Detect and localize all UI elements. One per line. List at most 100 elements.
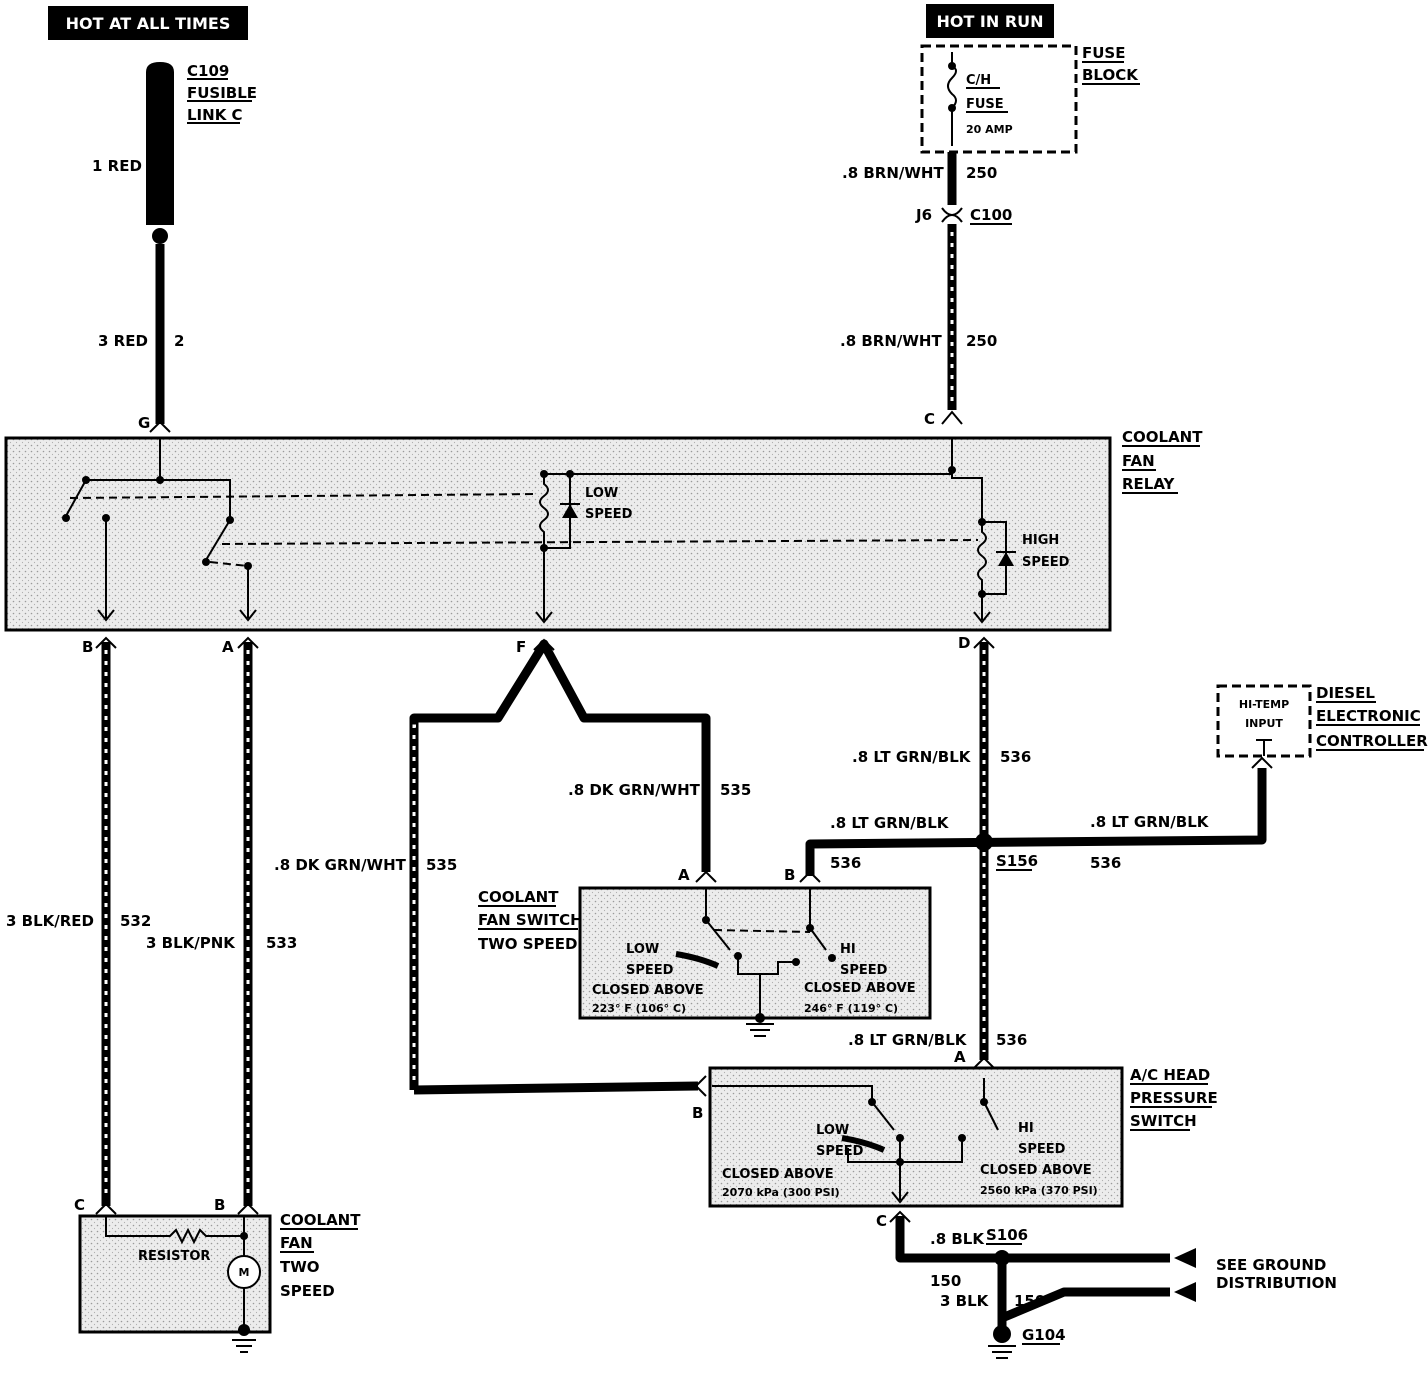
relay-pin-f: F: [516, 638, 526, 656]
fan-switch-low-closed: CLOSED ABOVE: [592, 983, 704, 998]
relay-high-coil-sub: SPEED: [1022, 555, 1070, 570]
dec-title-2: ELECTRONIC: [1316, 707, 1421, 725]
wire-533-label: 3 BLK/PNK: [146, 934, 236, 952]
wire-150-circuit-b: 150: [1014, 1292, 1045, 1310]
fan-switch-low-temp: 223° F (106° C): [592, 1002, 686, 1015]
fan-switch-hi-temp: 246° F (119° C): [804, 1002, 898, 1015]
wire-150-circuit-a: 150: [930, 1272, 961, 1290]
fan-title: COOLANT: [280, 1211, 361, 1229]
pressure-switch-low-pressure: 2070 kPa (300 PSI): [722, 1186, 840, 1199]
fan-motor-label: M: [239, 1266, 250, 1279]
pressure-switch-title-3: SWITCH: [1130, 1112, 1197, 1130]
coolant-fan: C B M RESISTOR COOLANT FAN TWO SPEED: [74, 1196, 361, 1353]
pressure-switch-pin-a: A: [954, 1048, 966, 1066]
relay-pin-a: A: [222, 638, 234, 656]
relay-pin-d: D: [958, 634, 970, 652]
fan-switch-hi-label: HI: [840, 942, 856, 957]
header-right-text: HOT IN RUN: [936, 12, 1043, 31]
wire-533-circuit: 533: [266, 934, 297, 952]
dec-inner-sub: INPUT: [1245, 717, 1283, 730]
wire-536-hr-label: .8 LT GRN/BLK: [1090, 813, 1210, 831]
wire-533: 3 BLK/PNK 533: [146, 636, 297, 1215]
fuse-label: FUSE: [966, 97, 1004, 112]
wire-536: .8 LT GRN/BLK 536 .8 LT GRN/BLK 536 .8 L…: [805, 636, 1273, 1069]
pressure-switch-hi-label: HI: [1018, 1121, 1034, 1136]
fan-switch-hi-sub: SPEED: [840, 963, 888, 978]
ground-dist-sub: DISTRIBUTION: [1216, 1274, 1337, 1292]
fan-title-4: SPEED: [280, 1282, 335, 1300]
fusible-link-wire: 1 RED: [92, 157, 142, 175]
fan-pin-c: C: [74, 1196, 85, 1214]
wire-535-left-circuit: 535: [426, 856, 457, 874]
pressure-switch-hi-pressure: 2560 kPa (370 PSI): [980, 1184, 1098, 1197]
wire-535-left-label: .8 DK GRN/WHT: [274, 856, 407, 874]
splice-s156: S156: [996, 852, 1038, 870]
header-hot-in-run: HOT IN RUN: [926, 4, 1054, 38]
pressure-switch-hi-closed: CLOSED ABOVE: [980, 1163, 1092, 1178]
fan-switch-title-2: FAN SWITCH: [478, 911, 583, 929]
coolant-fan-switch: A B LOW SPEED HI SPEED CLOSED ABOVE 223°…: [478, 866, 932, 1037]
wire-535-right-label: .8 DK GRN/WHT: [568, 781, 701, 799]
pressure-switch-hi-sub: SPEED: [1018, 1142, 1066, 1157]
relay-title-2: FAN: [1122, 452, 1155, 470]
ground-wiring: .8 BLK S106 150 3 BLK 150 G104 SEE GROUN…: [889, 1210, 1337, 1359]
wire-3-red: 3 RED 2: [98, 244, 184, 433]
wire-535-right-circuit: 535: [720, 781, 751, 799]
fan-switch-title-3: TWO SPEED: [478, 935, 578, 953]
wire-blk-label: .8 BLK: [930, 1230, 985, 1248]
fan-title-2: FAN: [280, 1234, 313, 1252]
splice-s106: S106: [986, 1226, 1028, 1244]
wire-250-mid-circuit: 250: [966, 332, 997, 350]
wire-536-low-circuit: 536: [996, 1031, 1027, 1049]
fan-resistor-label: RESISTOR: [138, 1249, 210, 1264]
wire-536-hl-label: .8 LT GRN/BLK: [830, 814, 950, 832]
diesel-electronic-controller: HI-TEMP INPUT DIESEL ELECTRONIC CONTROLL…: [1216, 684, 1428, 758]
fuse-block-subtitle: BLOCK: [1082, 66, 1139, 84]
dec-inner-label: HI-TEMP: [1239, 698, 1289, 711]
fuse-block-title: FUSE: [1082, 44, 1125, 62]
fan-switch-low-sub: SPEED: [626, 963, 674, 978]
relay-low-coil-sub: SPEED: [585, 507, 633, 522]
fan-title-3: TWO: [280, 1258, 320, 1276]
dec-title: DIESEL: [1316, 684, 1375, 702]
wire-536-hl-circuit: 536: [830, 854, 861, 872]
relay-high-coil-label: HIGH: [1022, 533, 1059, 548]
fan-switch-pin-a: A: [678, 866, 690, 884]
pressure-switch-pin-b: B: [692, 1104, 703, 1122]
fuse-name: C/H: [966, 73, 991, 88]
wire-250-top-label: .8 BRN/WHT: [842, 164, 944, 182]
wire-536-vert-circuit: 536: [1000, 748, 1031, 766]
wire-250-mid-label: .8 BRN/WHT: [840, 332, 942, 350]
relay-title: COOLANT: [1122, 428, 1203, 446]
relay-pin-b: B: [82, 638, 93, 656]
pressure-switch-low-closed: CLOSED ABOVE: [722, 1167, 834, 1182]
wire-3-red-label: 3 RED: [98, 332, 148, 350]
wire-532-label: 3 BLK/RED: [6, 912, 94, 930]
relay-title-3: RELAY: [1122, 475, 1176, 493]
pressure-switch-low-sub: SPEED: [816, 1144, 864, 1159]
fan-pin-b: B: [214, 1196, 225, 1214]
fuse-rating: 20 AMP: [966, 123, 1013, 136]
fusible-link-connector: C109: [187, 62, 229, 80]
fusible-link: C109 FUSIBLE LINK C 1 RED: [92, 62, 257, 244]
wire-536-hr-circuit: 536: [1090, 854, 1121, 872]
dec-title-3: CONTROLLER: [1316, 732, 1428, 750]
header-hot-at-all-times: HOT AT ALL TIMES: [48, 6, 248, 40]
wire-250-top-circuit: 250: [966, 164, 997, 182]
coolant-fan-relay: G C B A F D LO: [4, 410, 1203, 656]
fusible-link-label: FUSIBLE: [187, 84, 257, 102]
wire-250: .8 BRN/WHT 250 J6 C100 .8 BRN/WHT 250: [840, 152, 1012, 425]
fan-switch-title: COOLANT: [478, 888, 559, 906]
wire-532: 3 BLK/RED 532: [6, 636, 151, 1215]
wire-536-vert-label: .8 LT GRN/BLK: [852, 748, 972, 766]
ground-g104: G104: [1022, 1326, 1066, 1344]
wire-3-red-circuit: 2: [174, 332, 184, 350]
pressure-switch-low-label: LOW: [816, 1123, 849, 1138]
relay-pin-g: G: [138, 414, 150, 432]
wire-3-blk-label: 3 BLK: [940, 1292, 990, 1310]
fan-switch-low-label: LOW: [626, 942, 659, 957]
pressure-switch-title-2: PRESSURE: [1130, 1089, 1218, 1107]
relay-low-coil-label: LOW: [585, 486, 618, 501]
ground-dist-label: SEE GROUND: [1216, 1256, 1326, 1274]
